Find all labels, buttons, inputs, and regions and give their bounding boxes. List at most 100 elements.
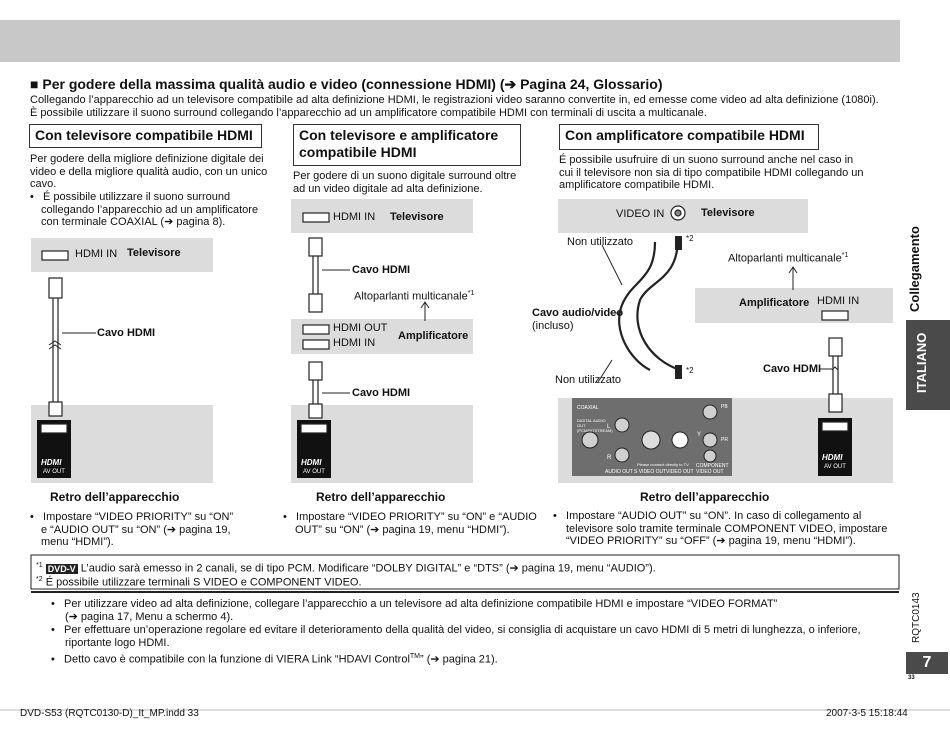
hdmi-plug-icon bbox=[48, 277, 63, 299]
bullet-icon: • bbox=[51, 598, 65, 610]
hdmi-port-icon bbox=[821, 310, 849, 321]
intro-line: Collegando l’apparecchio ad un televisor… bbox=[30, 94, 879, 106]
hdmi-plug-icon bbox=[308, 361, 323, 381]
desc-line: ad un video digitale ad alta definizione… bbox=[293, 182, 483, 195]
tv-label: Televisore bbox=[701, 207, 755, 219]
av-out-label: AV OUT bbox=[824, 464, 846, 470]
list-item: • Per utilizzare video ad alta definizio… bbox=[51, 598, 861, 611]
speakers-text: Altoparlanti multicanale bbox=[354, 290, 468, 303]
desc-line: cavo. bbox=[30, 178, 57, 190]
hdmi-port-icon bbox=[302, 212, 330, 223]
hdmi-logo: HDMI bbox=[41, 458, 62, 467]
coaxial-label: COAXIAL bbox=[577, 405, 599, 411]
amplifier-label: Amplificatore bbox=[398, 330, 469, 342]
y-label: Y bbox=[697, 432, 702, 438]
list-item: • Detto cavo è compatibile con la funzio… bbox=[51, 650, 861, 667]
note-line: OUT” su “ON” (➔ pagina 19, menu “HDMI”). bbox=[295, 523, 510, 536]
bullet-icon: • bbox=[553, 510, 567, 522]
s-video-out-label: S VIDEO OUT bbox=[634, 469, 667, 475]
footnote-mark: *2 bbox=[36, 576, 43, 583]
cable-label: Cavo HDMI bbox=[352, 264, 411, 276]
r-label: R bbox=[607, 455, 612, 461]
col1-bullet: • É possibile utilizzare il suono surrou… bbox=[30, 191, 280, 229]
desc-line: Per godere della migliore definizione di… bbox=[30, 153, 264, 165]
hdmi-plug-icon bbox=[828, 337, 843, 357]
note-line: Impostare “AUDIO OUT” su “ON”. In caso d… bbox=[566, 510, 862, 522]
col1-description: Per godere della migliore definizione di… bbox=[30, 153, 280, 191]
connect-note-label: Please connect directly to TV. bbox=[637, 462, 690, 467]
speakers-label: Altoparlanti multicanale*1 bbox=[354, 290, 474, 303]
footnote-text: É possibile utilizzare terminali S VIDEO… bbox=[45, 576, 362, 589]
square-bullet-icon: ■ bbox=[30, 76, 43, 92]
bullet-line: con terminale COAXIAL (➔ pagina 8). bbox=[41, 216, 226, 228]
rca-plug-icon bbox=[675, 236, 682, 250]
title-line: compatibile HDMI bbox=[299, 144, 417, 160]
note-text: Per utilizzare video ad alta definizione… bbox=[64, 598, 778, 610]
included-label: (incluso) bbox=[532, 320, 574, 332]
hdmi-in-label: HDMI IN bbox=[333, 337, 376, 349]
intro-line: È possibile utilizzare il suono surround… bbox=[30, 107, 707, 119]
bullet-icon: • bbox=[30, 511, 44, 523]
cable-label: Cavo HDMI bbox=[97, 327, 156, 339]
hdmi-port-icon bbox=[821, 421, 849, 432]
tv-label: Televisore bbox=[127, 247, 181, 259]
digital-audio-label: DIGITAL AUDIO OUT (PCM/BITSTREAM) bbox=[577, 418, 613, 433]
note-line: “VIDEO PRIORITY” su “OFF” (➔ pagina 19, … bbox=[566, 535, 856, 547]
l-label: L bbox=[607, 424, 611, 430]
bullet-line: collegando l’apparecchio ad un amplifica… bbox=[41, 203, 259, 216]
pr-label: PR bbox=[721, 437, 728, 443]
hdmi-logo: HDMI bbox=[301, 458, 322, 467]
hdmi-port-icon bbox=[40, 423, 68, 434]
trademark-mark: TM bbox=[409, 653, 420, 660]
col3-amp-panel bbox=[695, 288, 893, 323]
hdmi-in-label: HDMI IN bbox=[817, 295, 860, 307]
note-text: ” (➔ pagina 21). bbox=[420, 653, 498, 666]
title-line: Con televisore e amplificatore bbox=[299, 127, 499, 143]
note-line: Impostare “VIDEO PRIORITY” su “ON” bbox=[43, 511, 234, 523]
av-cable-label: Cavo audio/video bbox=[532, 307, 624, 319]
col3-description: É possibile usufruire di un suono surrou… bbox=[559, 154, 879, 192]
desc-line: amplificatore compatibile HDMI. bbox=[559, 179, 715, 191]
desc-line: video e della migliore qualità audio, co… bbox=[30, 165, 268, 178]
heading-text: Per godere della massima qualità audio e… bbox=[42, 76, 663, 92]
back-label: Retro dell’apparecchio bbox=[50, 490, 180, 504]
desc-line: cui il televisore non sia di tipo compat… bbox=[559, 166, 864, 179]
footer-timestamp: 2007-3-5 15:18:44 bbox=[826, 708, 908, 719]
hdmi-port-icon bbox=[41, 250, 69, 261]
hdmi-port-icon bbox=[302, 324, 330, 335]
desc-line: É possibile usufruire di un suono surrou… bbox=[559, 154, 854, 166]
col3-title: Con amplificatore compatibile HDMI bbox=[559, 124, 819, 150]
not-used-label: Non utilizzato bbox=[567, 236, 634, 248]
language-tab bbox=[906, 320, 950, 410]
note-line: televisore solo tramite terminale COMPON… bbox=[566, 522, 888, 535]
av-out-label: AV OUT bbox=[303, 469, 325, 475]
footnote-1: *1 DVD-V L’audio sarà emesso in 2 canali… bbox=[36, 559, 656, 576]
video-in-label: VIDEO IN bbox=[616, 208, 665, 220]
page-number: 7 bbox=[906, 652, 948, 674]
hdmi-plug-icon bbox=[828, 393, 843, 413]
col1-note: • Impostare “VIDEO PRIORITY” su “ON” e “… bbox=[30, 511, 280, 549]
footnote-mark: *1 bbox=[36, 562, 43, 569]
hdmi-in-label: HDMI IN bbox=[75, 248, 118, 260]
hdmi-in-label: HDMI IN bbox=[333, 211, 376, 223]
section-tab-label: Collegamento bbox=[907, 226, 922, 312]
bullet-icon: • bbox=[30, 191, 44, 203]
footnote-mark: *2 bbox=[686, 366, 694, 375]
footer-filename: DVD-S53 (RQTC0130-D)_It_MP.indd 33 bbox=[20, 708, 199, 719]
back-label: Retro dell’apparecchio bbox=[640, 490, 770, 504]
hdmi-plug-icon bbox=[308, 403, 323, 419]
note-text: Detto cavo è compatibile con la funzione… bbox=[64, 653, 410, 666]
component-label: COMPONENT VIDEO OUT bbox=[696, 463, 729, 475]
note-text: (➔ pagina 17, Menu a schermo 4). bbox=[65, 611, 234, 623]
footnote-mark: *1 bbox=[841, 252, 849, 259]
bullet-icon: • bbox=[51, 653, 65, 666]
speakers-label: Altoparlanti multicanale*1 bbox=[728, 252, 848, 265]
tv-label: Televisore bbox=[390, 211, 444, 223]
col2-note: • Impostare “VIDEO PRIORITY” su “ON” e “… bbox=[283, 511, 548, 536]
not-used-label: Non utilizzato bbox=[555, 374, 622, 386]
top-band bbox=[0, 20, 900, 62]
hdmi-plug-icon bbox=[308, 293, 323, 313]
note-line: e “AUDIO OUT” su “ON” (➔ pagina 19, bbox=[41, 523, 231, 536]
bullet-icon: • bbox=[283, 511, 297, 523]
